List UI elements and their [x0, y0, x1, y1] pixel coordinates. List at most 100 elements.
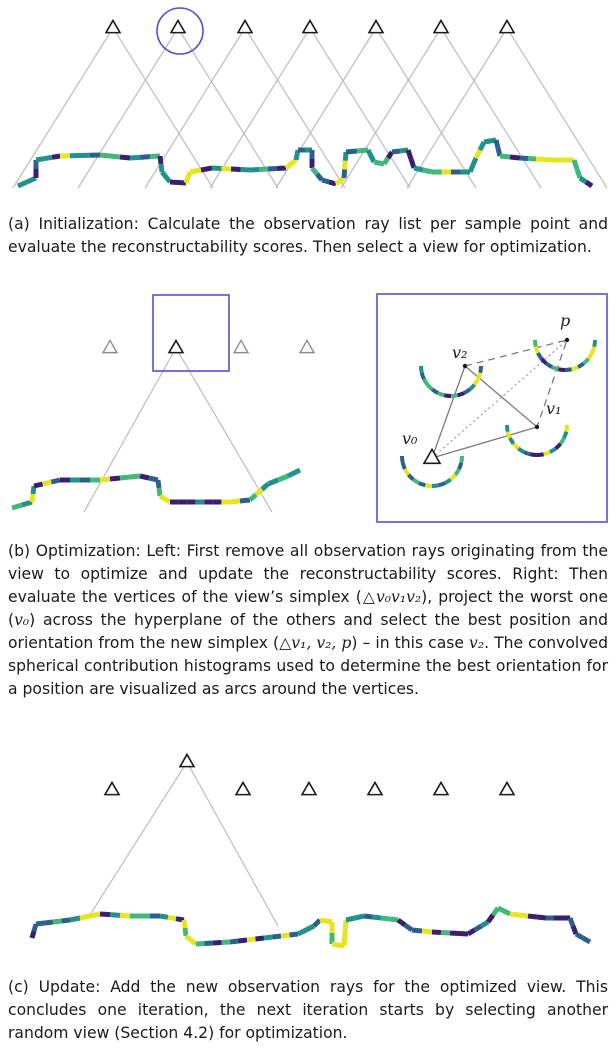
sample-point-segment	[365, 148, 377, 164]
vertex-point	[534, 424, 540, 430]
sample-point-segment	[411, 927, 423, 934]
sample-point-segment	[321, 177, 330, 185]
surface-profile-b	[11, 467, 302, 511]
sample-point-segment	[169, 179, 179, 185]
sample-point-segment	[260, 482, 270, 492]
surface-profile-c	[29, 905, 592, 949]
camera-icon	[498, 780, 516, 796]
sample-point-segment	[543, 157, 553, 163]
histogram-bin	[453, 468, 461, 476]
selected-view-box	[152, 294, 230, 372]
sample-point-segment	[385, 150, 395, 160]
observation-ray	[244, 27, 346, 189]
label-v1: v₁	[546, 399, 561, 418]
sample-point-segment	[399, 147, 409, 154]
selected-camera-icon	[167, 338, 185, 354]
sample-point-segment	[157, 155, 164, 165]
surface-profile-a	[16, 137, 594, 189]
sample-point-segment	[182, 927, 189, 937]
sample-point-segment	[204, 940, 214, 946]
histogram-bin	[554, 442, 563, 451]
sample-point-segment	[211, 165, 222, 171]
histogram-bin	[577, 361, 585, 369]
histogram-bin	[562, 431, 569, 439]
sample-point-segment	[25, 175, 38, 185]
sample-point-segment	[263, 934, 273, 941]
sample-point-segment	[29, 930, 37, 939]
sample-point-segment	[449, 930, 460, 936]
sample-point-segment	[158, 163, 165, 173]
sample-point-segment	[470, 157, 479, 166]
sample-point-segment	[319, 917, 333, 925]
sample-point-segment	[212, 940, 222, 946]
camera-icon	[236, 18, 254, 34]
histogram-bin	[549, 446, 557, 454]
simplex-triangle	[430, 364, 539, 459]
sample-point-segment	[181, 919, 188, 929]
sample-point-segment	[119, 912, 131, 919]
camera-icon	[367, 18, 385, 34]
histogram-bin	[418, 481, 426, 488]
sample-point-segment	[289, 931, 299, 938]
observation-ray	[375, 27, 477, 189]
observation-ray	[112, 27, 214, 189]
sample-point-segment	[490, 906, 501, 917]
histogram-bin	[571, 365, 579, 372]
sample-point-segment	[509, 154, 521, 161]
sample-point-segment	[574, 168, 583, 179]
sample-point-segment	[408, 158, 417, 169]
sample-point-segment	[277, 473, 289, 483]
sample-point-segment	[574, 931, 585, 941]
sample-point-segment	[380, 915, 390, 922]
caption-b-text-5: . The convolved spherical contribution h…	[8, 634, 608, 698]
histogram-bin	[586, 352, 594, 360]
sample-point-segment	[21, 499, 33, 508]
histogram-bin	[412, 477, 420, 485]
sample-point-segment	[139, 154, 151, 160]
sample-point-segment	[499, 153, 511, 160]
selected-view-circle	[156, 7, 204, 55]
panel-initialization: (a) Initialization: Calculate the observ…	[0, 0, 616, 300]
sample-point-segment	[334, 176, 346, 186]
sample-point-segment	[158, 493, 172, 505]
sample-point-segment	[345, 148, 358, 155]
sample-point-segment	[458, 931, 469, 937]
histogram-bin	[400, 455, 405, 464]
histogram-bin	[478, 365, 483, 374]
sample-point-segment	[109, 912, 121, 918]
observation-ray	[440, 27, 542, 189]
sample-point-segment	[254, 487, 264, 497]
histogram-arc-v1	[505, 424, 569, 457]
sample-point-segment	[342, 151, 349, 161]
sample-point-segment	[571, 159, 580, 170]
sample-point-segment	[155, 479, 162, 489]
histogram-bin	[476, 372, 483, 380]
sample-point-segment	[413, 165, 424, 173]
sample-point-segment	[519, 155, 529, 161]
sample-point-segment	[570, 925, 579, 935]
inactive-camera-icon	[298, 339, 316, 354]
optimized-camera-icon	[178, 752, 196, 768]
sample-point-segment	[473, 923, 483, 933]
sample-point-segment	[258, 166, 269, 172]
sample-point-segment	[480, 919, 490, 929]
histogram-bin	[523, 450, 531, 457]
new-simplex-expression: △v₁, v₂, p	[279, 634, 352, 652]
histogram-bin	[517, 446, 525, 454]
sample-point-segment	[509, 911, 520, 918]
camera-icon	[300, 780, 318, 796]
observation-ray	[209, 27, 311, 189]
sample-point-segment	[183, 171, 193, 184]
histogram-bin	[533, 346, 540, 354]
sample-point-segment	[293, 149, 301, 161]
sample-point-segment	[156, 487, 163, 497]
sample-point-segment	[396, 917, 407, 928]
simplex-expression: △v₀v₁v₂	[361, 588, 422, 606]
sample-point-segment	[99, 476, 111, 483]
histogram-bin	[419, 365, 424, 374]
camera-icon	[169, 18, 187, 34]
sample-point-segment	[129, 154, 141, 161]
sample-point-segment	[89, 911, 101, 919]
sample-point-segment	[177, 180, 187, 186]
